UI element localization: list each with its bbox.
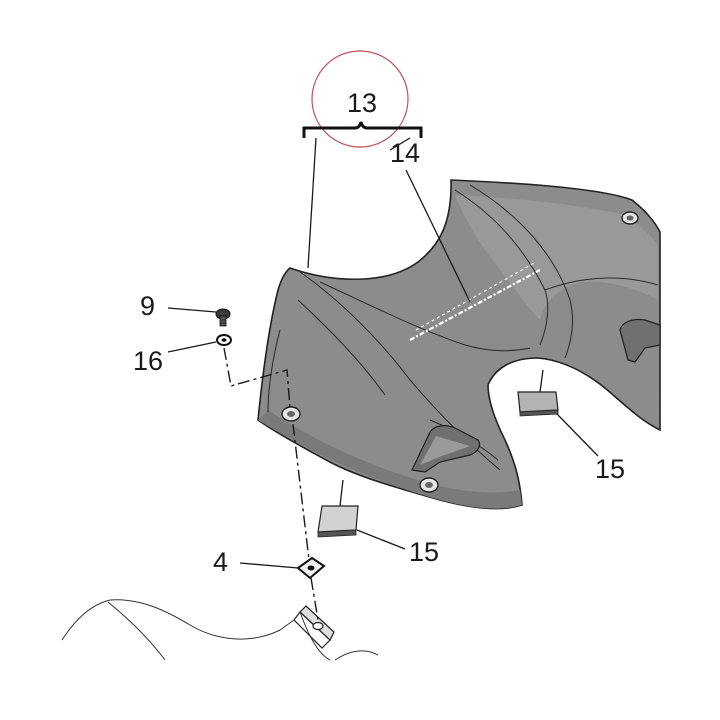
callout-13: 13 — [347, 88, 377, 118]
screw-icon — [215, 308, 231, 327]
callout-14: 14 — [390, 138, 420, 168]
callout-9: 9 — [140, 291, 155, 321]
cover-panel — [257, 179, 661, 510]
assembly-line-clip — [292, 423, 319, 621]
leader-4 — [239, 562, 299, 569]
mounting-hole-top-right — [621, 211, 639, 225]
decal-strip — [409, 261, 541, 341]
callout-4: 4 — [213, 547, 228, 577]
highlight-circle — [311, 50, 409, 148]
mounting-hole-left — [281, 406, 301, 422]
adhesive-pad-lower — [317, 479, 359, 538]
clip-nut-icon — [296, 556, 326, 580]
vehicle-frame-outline — [61, 599, 379, 661]
leader-9 — [167, 307, 217, 313]
panel-recess-right — [619, 318, 661, 363]
leader-16 — [167, 341, 217, 353]
leader-15-lower — [356, 529, 406, 550]
callout-16: 16 — [133, 346, 163, 376]
leader-15-right — [556, 413, 599, 457]
assembly-line-screw — [223, 347, 291, 409]
panel-recess-left — [411, 425, 481, 473]
adhesive-pad-right — [517, 369, 559, 417]
callout-15-lower: 15 — [409, 537, 439, 567]
leader-14 — [405, 169, 471, 303]
mounting-hole-bottom — [419, 477, 439, 493]
assembly-bracket — [302, 121, 423, 269]
washer-icon — [216, 334, 232, 346]
callout-15-right: 15 — [595, 454, 625, 484]
